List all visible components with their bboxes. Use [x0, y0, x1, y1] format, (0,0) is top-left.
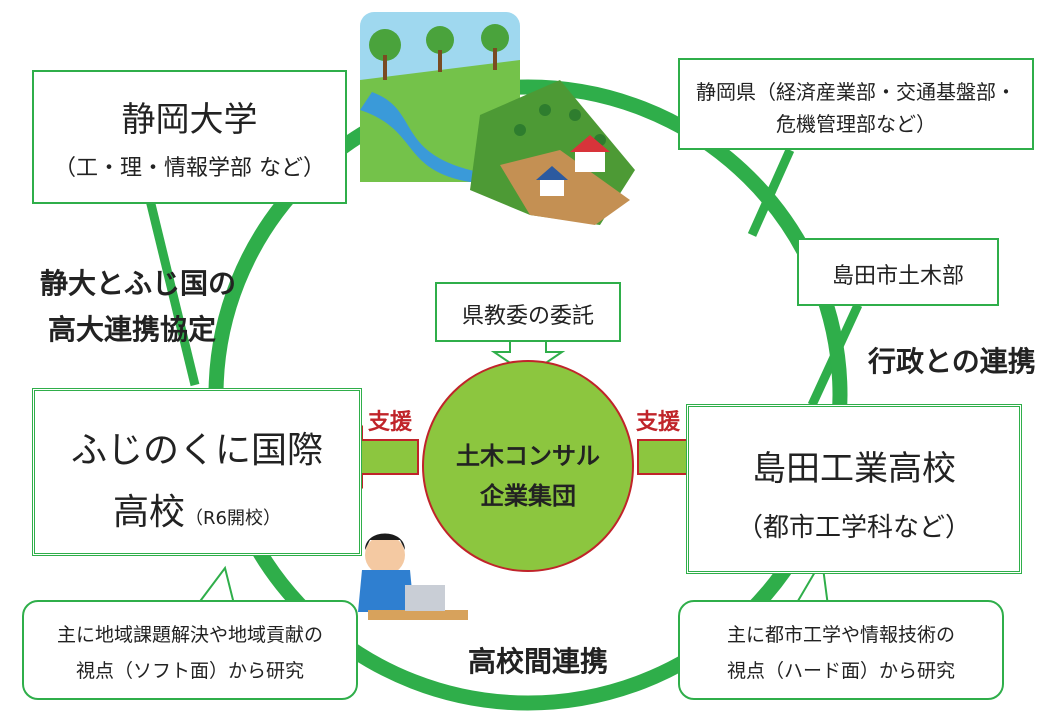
left-research-line1: 主に地域課題解決や地域貢献の — [56, 624, 323, 646]
right-research-callout: 主に都市工学や情報技術の 視点（ハード面）から研究 — [678, 600, 1004, 700]
center-line1: 土木コンサル — [456, 442, 600, 470]
shimada-city-box: 島田市土木部 — [797, 238, 999, 306]
shimada-tech-name: 島田工業高校 — [752, 449, 956, 489]
landscape-illustration — [360, 12, 635, 225]
fujinokuni-school-label: 高校 — [113, 492, 186, 533]
agreement-line1: 静大とふじ国の — [40, 267, 237, 300]
right-research-line1: 主に都市工学や情報技術の — [726, 624, 955, 646]
shimada-city-label: 島田市土木部 — [831, 264, 964, 289]
support-label-right: 支援 — [636, 410, 681, 435]
shimada-tech-dept: （都市工学科など） — [736, 513, 971, 543]
prefecture-line1: 静岡県（経済産業部・交通基盤部・ — [696, 80, 1016, 104]
center-circle — [422, 360, 634, 572]
inter-school-label: 高校間連携 — [468, 645, 609, 678]
fujinokuni-opening-note: （R6開校） — [185, 508, 281, 529]
left-research-line2: 視点（ソフト面）から研究 — [75, 660, 304, 682]
fujinokuni-school-box: ふじのくに国際 高校（R6開校） — [32, 388, 362, 556]
prefecture-box: 静岡県（経済産業部・交通基盤部・ 危機管理部など） — [678, 58, 1034, 150]
fujinokuni-line2: 高校（R6開校） — [35, 483, 359, 535]
university-faculties: （工・理・情報学部 など） — [54, 156, 325, 181]
fujinokuni-line1: ふじのくに国際 — [70, 430, 323, 471]
connector-univ — [145, 198, 200, 387]
left-research-callout: 主に地域課題解決や地域貢献の 視点（ソフト面）から研究 — [22, 600, 358, 700]
shimada-tech-box: 島田工業高校 （都市工学科など） — [686, 404, 1022, 574]
center-line2: 企業集団 — [480, 482, 576, 510]
right-research-line2: 視点（ハード面）から研究 — [726, 660, 955, 682]
commission-label: 県教委の委託 — [461, 304, 594, 329]
person-illustration — [358, 533, 468, 620]
university-name: 静岡大学 — [121, 100, 258, 140]
agreement-line2: 高大連携協定 — [48, 313, 217, 346]
admin-link-label: 行政との連携 — [868, 345, 1036, 378]
prefecture-line2: 危機管理部など） — [776, 112, 936, 136]
commission-box: 県教委の委託 — [435, 282, 621, 342]
shizuoka-university-box: 静岡大学 （工・理・情報学部 など） — [32, 70, 347, 204]
support-label-left: 支援 — [368, 410, 413, 435]
